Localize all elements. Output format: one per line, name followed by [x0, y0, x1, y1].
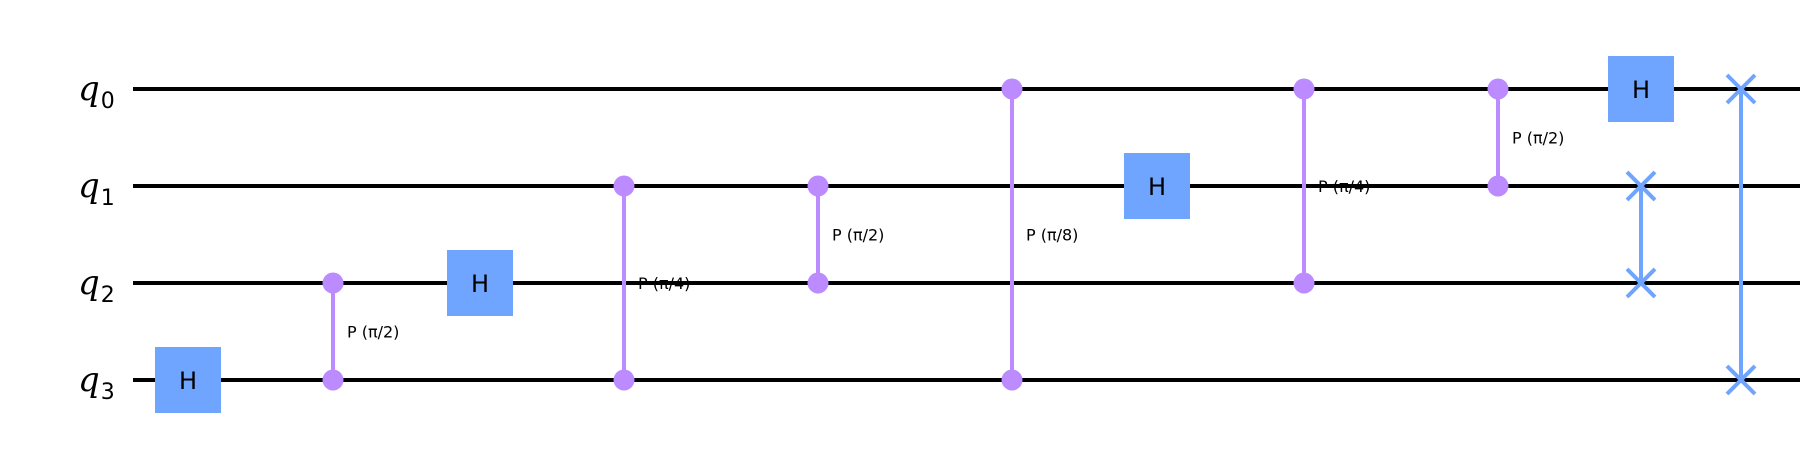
- gates: H P (π/2) H P (π/4) P (π/2) P (π/8) H P (π/4) P …: [155, 56, 1757, 413]
- qubit-label-1: q1: [78, 166, 115, 211]
- control-dot: [1487, 78, 1509, 100]
- hadamard-gate-label: H: [1632, 76, 1650, 104]
- swap-cross-icon: [1725, 364, 1757, 396]
- wires: [133, 87, 1800, 382]
- swap-cross-icon: [1725, 73, 1757, 105]
- hadamard-gate: H: [1124, 153, 1190, 219]
- hadamard-gate: H: [447, 250, 513, 316]
- phase-angle-label: P (π/8): [1026, 226, 1078, 245]
- qubit-label-name: q: [78, 69, 100, 109]
- qubit-label-index: 1: [101, 186, 115, 211]
- controlled-phase-gate: P (π/2): [1487, 78, 1564, 197]
- qubit-label-index: 3: [101, 380, 115, 405]
- swap-gate: [1725, 73, 1757, 396]
- controlled-phase-gate: P (π/8): [1001, 78, 1078, 391]
- phase-angle-label: P (π/2): [1512, 129, 1564, 148]
- controlled-phase-gate: P (π/2): [807, 175, 884, 294]
- hadamard-gate-label: H: [471, 270, 489, 298]
- qubit-label-2: q2: [78, 263, 115, 308]
- qubit-label-name: q: [78, 263, 100, 303]
- control-dot: [613, 369, 635, 391]
- swap-cross-icon: [1625, 267, 1657, 299]
- qubit-label-name: q: [78, 166, 100, 206]
- control-dot: [1487, 175, 1509, 197]
- swap-cross-icon: [1625, 170, 1657, 202]
- qubit-label-index: 2: [101, 283, 115, 308]
- hadamard-gate-box: [1608, 56, 1674, 122]
- control-dot: [1293, 272, 1315, 294]
- controlled-phase-gate: P (π/4): [613, 175, 690, 391]
- phase-angle-label: P (π/2): [347, 323, 399, 342]
- hadamard-gate-box: [1124, 153, 1190, 219]
- controlled-phase-gate: P (π/4): [1293, 78, 1370, 294]
- control-dot: [613, 175, 635, 197]
- control-dot: [1001, 78, 1023, 100]
- control-dot: [1293, 78, 1315, 100]
- hadamard-gate-box: [447, 250, 513, 316]
- control-dot: [807, 175, 829, 197]
- qubit-label-index: 0: [101, 89, 115, 114]
- hadamard-gate-label: H: [179, 367, 197, 395]
- hadamard-gate: H: [155, 347, 221, 413]
- control-dot: [322, 369, 344, 391]
- qubit-label-3: q3: [78, 360, 115, 405]
- control-dot: [807, 272, 829, 294]
- hadamard-gate: H: [1608, 56, 1674, 122]
- hadamard-gate-box: [155, 347, 221, 413]
- controlled-phase-gate: P (π/2): [322, 272, 399, 391]
- control-dot: [1001, 369, 1023, 391]
- phase-angle-label: P (π/4): [638, 274, 690, 293]
- phase-angle-label: P (π/2): [832, 226, 884, 245]
- qubit-label-name: q: [78, 360, 100, 400]
- qubit-label-0: q0: [78, 69, 115, 114]
- hadamard-gate-label: H: [1148, 173, 1166, 201]
- phase-angle-label: P (π/4): [1318, 177, 1370, 196]
- control-dot: [322, 272, 344, 294]
- swap-gate: [1625, 170, 1657, 299]
